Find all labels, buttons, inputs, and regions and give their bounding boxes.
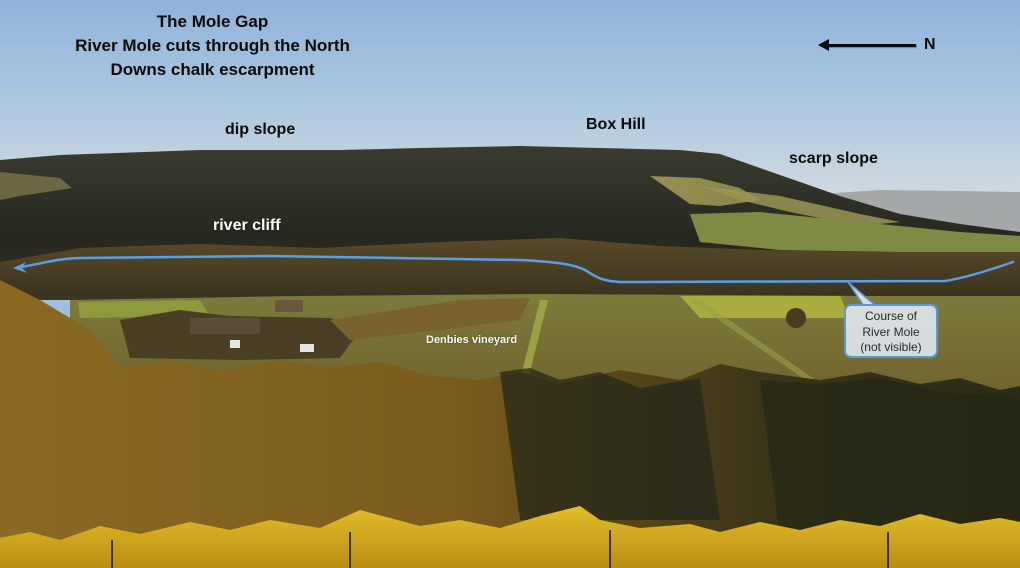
title-line-3: Downs chalk escarpment (110, 60, 315, 79)
map-title: The Mole Gap River Mole cuts through the… (0, 10, 425, 82)
river-course-callout: Course of River Mole (not visible) (844, 304, 938, 358)
north-label: N (924, 36, 936, 53)
dip-slope-label: dip slope (225, 121, 296, 138)
scarp-slope-label: scarp slope (789, 150, 878, 167)
title-line-1: The Mole Gap (156, 12, 269, 31)
arrow-shaft (824, 44, 916, 47)
river-arrowhead-icon (13, 262, 27, 273)
callout-line-3: (not visible) (860, 340, 922, 354)
title-line-2: River Mole cuts through the North (75, 36, 350, 55)
denbies-vineyard-label: Denbies vineyard (426, 334, 518, 346)
river-mole-course-line (14, 254, 1015, 284)
river-cliff-label: river cliff (213, 217, 281, 234)
box-hill-label: Box Hill (586, 116, 646, 133)
callout-line-2: River Mole (862, 324, 920, 339)
arrow-left-icon (818, 39, 829, 51)
callout-line-1: Course of (864, 309, 918, 323)
